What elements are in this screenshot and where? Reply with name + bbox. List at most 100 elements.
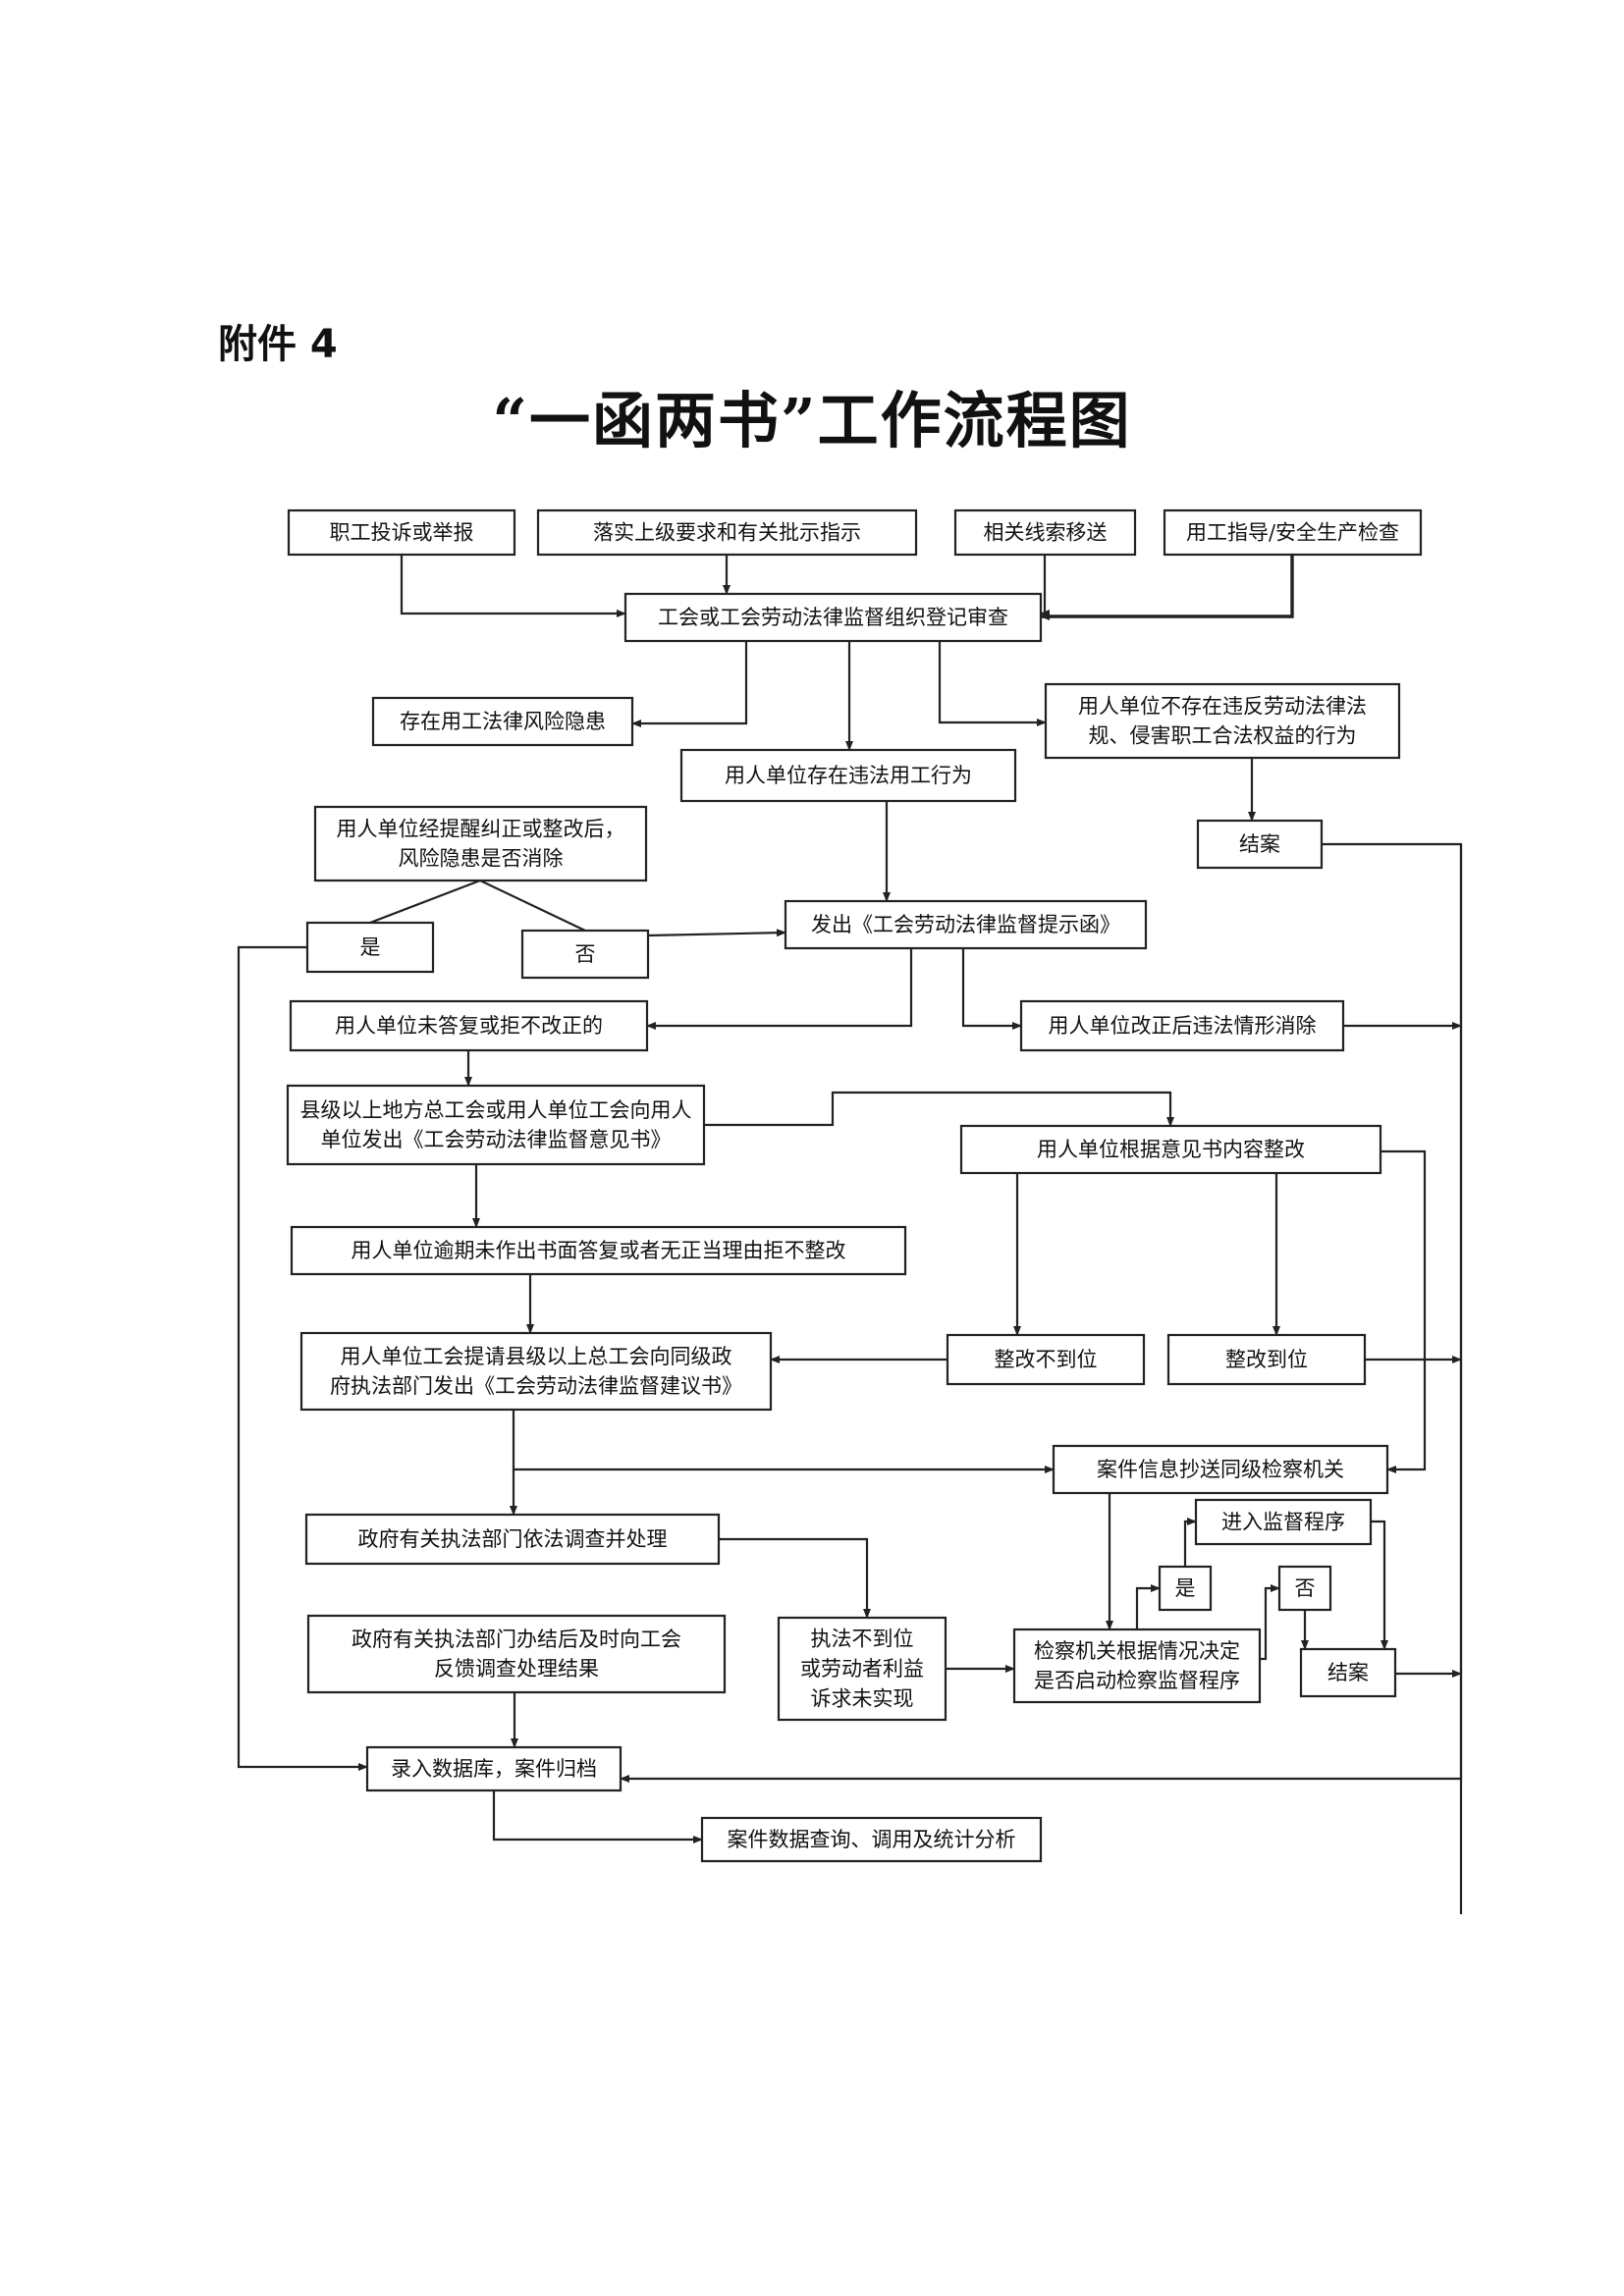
flow-node-n26: 否 (1277, 1565, 1332, 1612)
flow-node-box (520, 929, 650, 980)
flow-node-label: 职工投诉或举报 (330, 521, 474, 545)
flow-node-n17: 用人单位根据意见书内容整改 (959, 1124, 1382, 1175)
connector-arrow (1260, 1584, 1280, 1661)
connector-arrow (938, 641, 1047, 726)
flow-node-label: 用人单位不存在违反劳动法律法 (1078, 694, 1367, 718)
flow-node-n31: 录入数据库，案件归档 (365, 1745, 623, 1792)
flow-node-box (1012, 1628, 1262, 1704)
flow-node-box (371, 696, 634, 747)
flow-node-box (313, 805, 648, 882)
flow-node-label: 用人单位经提醒纠正或整改后， (337, 817, 625, 840)
connector-arrow (369, 879, 481, 925)
flow-node-box (1052, 1444, 1389, 1495)
flow-node-label: 是 (360, 935, 381, 959)
connector-arrow (1040, 555, 1294, 620)
flow-node-n3: 相关线索移送 (953, 508, 1137, 557)
flow-node-label: 整改不到位 (995, 1348, 1098, 1371)
flow-node-box (1019, 999, 1345, 1052)
flow-node-label: 政府有关执法部门办结后及时向工会 (352, 1628, 681, 1651)
connector-arrow (961, 948, 1022, 1030)
connector-arrow (631, 641, 748, 727)
flow-node-label: 是否启动检察监督程序 (1034, 1669, 1240, 1692)
connector-arrow (1183, 1518, 1197, 1567)
flow-node-label: 结案 (1239, 832, 1280, 856)
flow-node-box (305, 921, 435, 974)
flow-node-box (1044, 682, 1401, 760)
flow-node-n20: 整改不到位 (946, 1333, 1146, 1386)
flow-node-label: 案件数据查询、调用及统计分析 (728, 1828, 1016, 1851)
flow-node-label: 规、侵害职工合法权益的行为 (1089, 724, 1357, 748)
flow-node-box (777, 1616, 947, 1722)
flow-node-box (299, 1331, 773, 1412)
flow-node-box (959, 1124, 1382, 1175)
flow-node-n21: 整改到位 (1166, 1333, 1367, 1386)
flow-node-label: 政府有关执法部门依法调查并处理 (358, 1527, 668, 1551)
flow-node-n30: 结案 (1299, 1647, 1397, 1698)
flow-node-n5: 工会或工会劳动法律监督组织登记审查 (623, 592, 1043, 643)
flow-node-label: 案件信息抄送同级检察机关 (1097, 1458, 1344, 1481)
flow-node-label: 府执法部门发出《工会劳动法律监督建议书》 (330, 1374, 742, 1398)
connector-arrow (237, 945, 368, 1771)
connector-arrow (704, 1091, 1174, 1127)
flow-node-n6: 存在用工法律风险隐患 (371, 696, 634, 747)
flow-node-label: 存在用工法律风险隐患 (400, 710, 606, 733)
flow-node-box (623, 592, 1043, 643)
flow-node-n32: 案件数据查询、调用及统计分析 (700, 1816, 1043, 1863)
connector-arrow (479, 880, 586, 932)
connector-arrow (512, 1410, 1055, 1473)
flow-node-label: 否 (1295, 1576, 1316, 1600)
flow-node-label: 落实上级要求和有关批示指示 (593, 521, 861, 545)
connector-arrow (647, 929, 786, 937)
flow-node-label: 整改到位 (1225, 1348, 1308, 1371)
flow-node-label: 工会或工会劳动法律监督组织登记审查 (658, 606, 1008, 629)
flow-node-box (700, 1816, 1043, 1863)
flow-node-n1: 职工投诉或举报 (287, 508, 516, 557)
flow-node-label: 用人单位根据意见书内容整改 (1037, 1138, 1305, 1161)
flow-node-label: 相关线索移送 (984, 521, 1108, 545)
flow-node-box (1196, 819, 1324, 870)
flow-node-label: 用工指导/安全生产检查 (1186, 521, 1399, 545)
connector-arrow (1371, 1520, 1388, 1650)
flow-node-box (536, 508, 918, 557)
flow-node-n23: 政府有关执法部门依法调查并处理 (304, 1513, 721, 1566)
flow-node-label: 用人单位逾期未作出书面答复或者无正当理由拒不整改 (352, 1239, 846, 1262)
flow-node-n22: 案件信息抄送同级检察机关 (1052, 1444, 1389, 1495)
flow-node-n13: 发出《工会劳动法律监督提示函》 (784, 899, 1148, 950)
flow-node-box (1277, 1565, 1332, 1612)
flow-node-label: 执法不到位 (811, 1628, 914, 1651)
flow-node-box (1166, 1333, 1367, 1386)
flow-node-box (953, 508, 1137, 557)
flow-node-label: 风险隐患是否消除 (399, 847, 564, 871)
flow-node-n15: 用人单位改正后违法情形消除 (1019, 999, 1345, 1052)
nodes: 职工投诉或举报 落实上级要求和有关批示指示 相关线索移送 用工指导/安全生产检查工会或… (286, 508, 1423, 1863)
flow-node-label: 用人单位存在违法用工行为 (725, 764, 972, 787)
flow-node-n18: 用人单位逾期未作出书面答复或者无正当理由拒不整改 (290, 1225, 907, 1276)
flow-node-box (286, 1084, 706, 1166)
flow-node-label: 录入数据库，案件归档 (391, 1757, 597, 1781)
flow-node-box (784, 899, 1148, 950)
flow-node-box (304, 1513, 721, 1566)
flow-node-n10: 用人单位经提醒纠正或整改后， 风险隐患是否消除 (313, 805, 648, 882)
flow-node-box (306, 1614, 727, 1694)
flow-node-label: 进入监督程序 (1221, 1511, 1345, 1534)
flow-node-n4: 用工指导/安全生产检查 (1163, 508, 1423, 557)
flow-node-box (1163, 508, 1423, 557)
flow-node-box (290, 1225, 907, 1276)
flow-node-label: 诉求未实现 (811, 1686, 914, 1710)
connector-arrow (719, 1537, 871, 1619)
flow-node-box (946, 1333, 1146, 1386)
page-title: “一函两书”工作流程图 (492, 385, 1132, 456)
flow-node-box (1299, 1647, 1397, 1698)
connector-arrow (400, 555, 626, 617)
flow-node-n11: 是 (305, 921, 435, 974)
flow-node-label: 检察机关根据情况决定 (1034, 1639, 1240, 1663)
flow-node-n2: 落实上级要求和有关批示指示 (536, 508, 918, 557)
flow-node-label: 用人单位工会提请县级以上总工会向同级政 (341, 1345, 732, 1368)
flow-node-label: 发出《工会劳动法律监督提示函》 (811, 913, 1120, 936)
